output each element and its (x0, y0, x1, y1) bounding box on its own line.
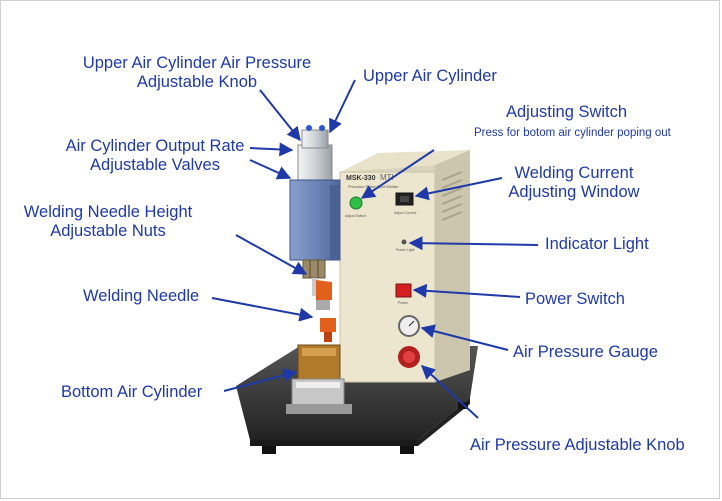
upper-air-cylinder (297, 125, 333, 186)
label-upper-cylinder-knob: Upper Air Cylinder Air Pressure Adjustab… (72, 54, 322, 92)
label-adjusting-switch-note: Press for botom air cylinder poping out (474, 127, 671, 139)
label-upper-cylinder-knob-line2: Adjustable Knob (136, 73, 258, 91)
adjusting-switch-panel-label: Adjust Switch (345, 214, 366, 218)
label-output-valves-line2: Adjustable Valves (90, 156, 220, 174)
label-welding-current: Welding Current Adjusting Window (506, 164, 642, 202)
air-pressure-gauge (398, 315, 420, 337)
label-pressure-knob: Air Pressure Adjustable Knob (470, 436, 685, 454)
label-needle-height-line1: Welding Needle Height (23, 203, 193, 221)
pointer-arrows (211, 79, 539, 419)
label-welding-needle: Welding Needle (83, 287, 200, 305)
label-output-valves: Air Cylinder Output Rate Adjustable Valv… (55, 137, 255, 175)
label-power-switch: Power Switch (525, 290, 625, 308)
machine-cabinet (339, 150, 470, 383)
label-adjusting-switch: Adjusting Switch (506, 103, 628, 121)
upper-welding-needle (312, 278, 332, 310)
air-pressure-knob[interactable] (398, 346, 420, 368)
welding-current-panel-label: Adjust Current (394, 211, 416, 215)
label-upper-cylinder: Upper Air Cylinder (363, 67, 497, 85)
label-output-valves-line1: Air Cylinder Output Rate (65, 137, 245, 155)
adjusting-switch-button[interactable] (349, 196, 363, 210)
indicator-light (401, 239, 407, 245)
bottom-air-cylinder (286, 344, 352, 414)
brand-text: MTI (380, 173, 394, 182)
label-needle-height: Welding Needle Height Adjustable Nuts (8, 203, 208, 241)
label-welding-current-line1: Welding Current (514, 164, 634, 182)
indicator-panel-label: Power Light (396, 248, 415, 252)
subtitle-text: Precision Pulse Spot Welder (348, 184, 399, 189)
label-welding-current-line2: Adjusting Window (508, 183, 640, 201)
air-cylinder-housing (289, 179, 341, 261)
lower-welding-needle (320, 318, 336, 342)
label-indicator-light: Indicator Light (545, 235, 649, 253)
label-bottom-cylinder: Bottom Air Cylinder (61, 383, 203, 401)
power-switch[interactable] (395, 283, 412, 298)
label-needle-height-line2: Adjustable Nuts (50, 222, 166, 240)
label-air-pressure-gauge: Air Pressure Gauge (513, 343, 658, 361)
label-upper-cylinder-knob-line1: Upper Air Cylinder Air Pressure (82, 54, 312, 72)
power-panel-label: Power (398, 301, 409, 305)
height-adjust-nuts[interactable] (302, 259, 326, 279)
model-text: MSK-330 (346, 175, 376, 182)
